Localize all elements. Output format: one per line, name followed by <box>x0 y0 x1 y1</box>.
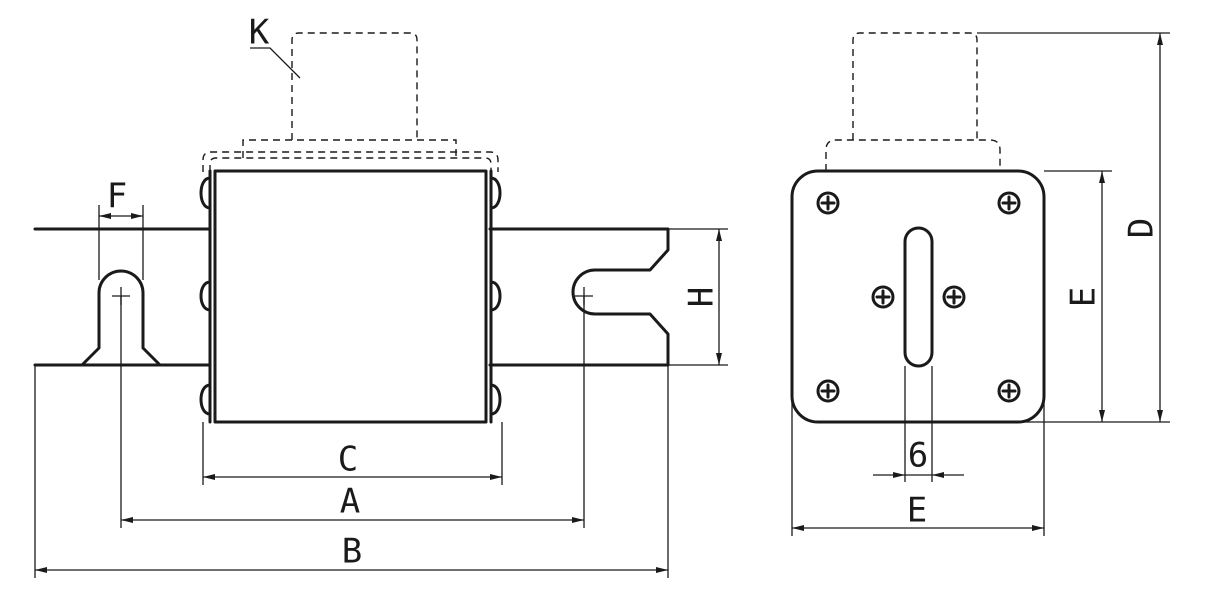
label-k: K <box>249 13 270 53</box>
label-e-horizontal: E <box>907 491 927 531</box>
front-extension-lines <box>34 205 728 578</box>
label-f: F <box>107 177 127 217</box>
label-six: 6 <box>908 436 928 476</box>
indicator-k-dashed <box>291 32 418 140</box>
end-plate <box>790 169 1046 424</box>
screw-icon <box>997 191 1021 215</box>
side-indicator-dashed <box>825 32 1001 171</box>
label-d: D <box>1122 218 1162 238</box>
label-h: H <box>682 287 722 307</box>
screw-icon <box>997 379 1021 403</box>
screw-icons <box>816 191 1021 403</box>
hole-center-marks <box>112 287 593 305</box>
handle-dashed <box>202 139 499 172</box>
front-view: K F C A B H <box>33 13 728 578</box>
screw-icon <box>816 379 840 403</box>
side-clips <box>199 176 502 416</box>
screw-icon <box>942 285 966 309</box>
center-slot <box>903 226 934 368</box>
screw-icon <box>871 285 895 309</box>
blade-contact-outline <box>33 227 670 367</box>
label-a: A <box>340 482 360 522</box>
side-extension-lines <box>791 32 1170 536</box>
label-e-vertical: E <box>1064 287 1104 307</box>
k-leader-line <box>250 47 301 79</box>
label-b: B <box>342 532 362 572</box>
label-c: C <box>338 440 358 480</box>
screw-icon <box>816 191 840 215</box>
side-view: D E E 6 <box>790 32 1170 536</box>
fuse-body <box>213 169 488 424</box>
